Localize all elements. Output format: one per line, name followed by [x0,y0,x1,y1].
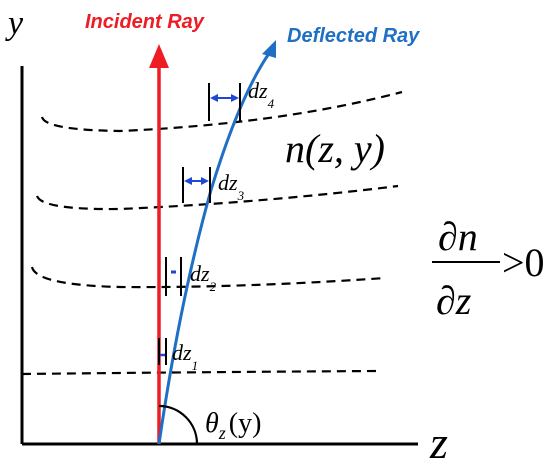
iso-index-curve-4 [40,90,403,133]
deflected-ray-label: Deflected Ray [287,25,420,47]
iso-index-curve-1 [21,369,381,376]
dz3-sub: 3 [237,188,245,203]
angle-args: (y) [229,408,262,439]
dz4-base: dz [248,78,268,103]
angle-arc [158,404,199,445]
z-axis-label: z [429,417,448,466]
angle-label: θz(y) [205,408,261,443]
y-axis-label: y [5,5,24,42]
dz1-sub: 1 [192,358,199,373]
dz4-sub: 4 [268,96,275,111]
iso-index-curve-3 [35,184,399,211]
incident-ray-arrowhead [149,44,169,68]
dz3-base: dz [218,170,238,195]
gradient-denominator: ∂z [436,278,472,323]
refractive-index-label: n(z, y) [285,126,385,171]
dz1-label: dz1 [172,340,198,373]
dz2-label: dz2 [190,261,217,294]
dz4-label: dz4 [248,78,275,111]
refractive-index-function: n [285,126,305,171]
deflected-ray-arrowhead [262,40,276,58]
deflected-ray [157,51,272,445]
angle-symbol: θ [205,408,219,439]
angle-subscript: z [218,423,226,443]
gradient-numerator: ∂n [438,214,478,259]
dz2-sub: 2 [210,279,217,294]
dz1-base: dz [172,340,192,365]
iso-index-curve-2 [30,266,386,289]
gradient-relation: >0 [502,240,545,285]
refractive-index-args: (z, y) [305,126,385,171]
dz2-base: dz [190,261,210,286]
dz3-label: dz3 [218,170,245,203]
incident-ray-label: Incident Ray [85,11,205,33]
